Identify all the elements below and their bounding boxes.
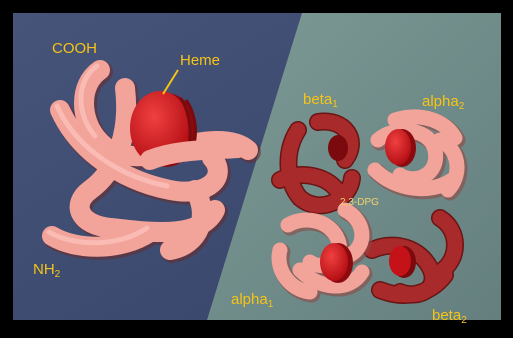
cooh-label: COOH — [52, 41, 97, 56]
alpha2-label: alpha2 — [422, 94, 464, 112]
beta2-label: beta2 — [432, 308, 467, 326]
dpg-label: 2,3-DPG — [340, 198, 379, 208]
beta1-label: beta1 — [303, 92, 338, 110]
nh2-label: NH2 — [33, 262, 60, 280]
alpha1-label: alpha1 — [231, 292, 273, 310]
heme-label: Heme — [180, 53, 220, 68]
